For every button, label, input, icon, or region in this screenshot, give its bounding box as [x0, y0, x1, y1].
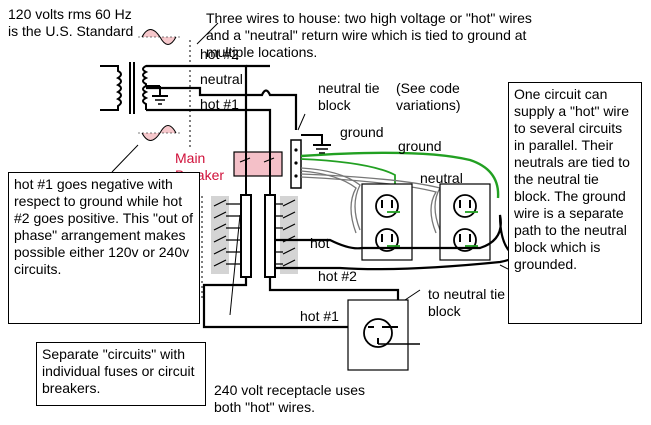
neutral-wire: [146, 86, 298, 130]
neutral-branch-label: neutral: [420, 170, 463, 186]
hot-branch-label: hot: [310, 235, 330, 251]
separate-circuits-box: Separate "circuits" with individual fuse…: [36, 342, 206, 406]
standard-note: 120 volts rms 60 Hz is the U.S. Standard: [8, 6, 134, 39]
ground-label-top: ground: [340, 124, 384, 140]
branch-breakers: [211, 196, 298, 274]
hot1-note-box: hot #1 goes negative with respect to gro…: [8, 172, 200, 324]
three-wires-note: Three wires to house: two high voltage o…: [206, 10, 532, 60]
receptacle-240-note: 240 volt receptacle uses both "hot" wire…: [214, 382, 365, 415]
code-variations-label: (See code variations): [396, 80, 461, 113]
ground-symbol-icon: [301, 134, 331, 154]
neutral-tie-block: [290, 139, 302, 189]
one-circuit-note-box: One circuit can supply a "hot" wire to s…: [508, 82, 642, 324]
hot1-label: hot #1: [200, 96, 239, 112]
ground-label-green: ground: [398, 138, 442, 154]
receptacle-240v-icon: [347, 299, 420, 371]
hot1-lower-label: hot #1: [300, 308, 339, 324]
hot1-wire: [146, 108, 272, 152]
sine-wave-icon-top: [138, 29, 180, 45]
hot2-label: hot #2: [200, 46, 239, 62]
neutral-tie-block-label: neutral tie block: [318, 80, 380, 113]
sine-wave-icon-bottom: [138, 125, 180, 141]
circuit-breaker-icon: [233, 151, 283, 177]
to-neutral-label: to neutral tie block: [428, 286, 506, 319]
hot2-lower-label: hot #2: [318, 268, 357, 284]
neutral-label: neutral: [200, 71, 243, 87]
